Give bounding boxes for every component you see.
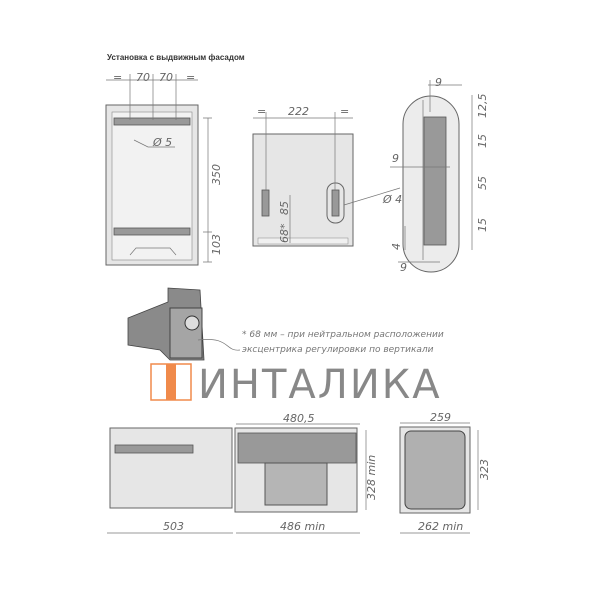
dim-diameter-4: Ø 4 <box>382 193 402 206</box>
dim-70-left: 70 <box>136 71 150 84</box>
dim-70-right: 70 <box>159 71 173 84</box>
note-line-1: * 68 мм – при нейтральном расположении <box>242 330 444 340</box>
note-line-2: эксцентрика регулировки по вертикали <box>242 345 434 355</box>
dim-55: 55 <box>476 176 489 190</box>
dim-4: 4 <box>390 243 403 250</box>
dim-9-top: 9 <box>435 76 442 89</box>
dim-68: 68* <box>278 223 291 243</box>
dim-323: 323 <box>478 459 491 480</box>
rail-bottom <box>113 227 191 236</box>
bracket <box>423 116 447 246</box>
dim-85: 85 <box>278 201 291 215</box>
side-view: = 222 = 85 68* <box>252 105 401 247</box>
dim-350: 350 <box>210 164 223 185</box>
dim-15-bottom: 15 <box>476 218 489 232</box>
dim-9-bottom: 9 <box>400 261 407 274</box>
dim-259: 259 <box>430 411 451 424</box>
dim-262-min: 262 min <box>418 520 463 533</box>
dim-480-5: 480,5 <box>283 412 315 425</box>
dim-15-top: 15 <box>476 134 489 148</box>
drawing-title: Установка с выдвижным фасадом <box>107 53 245 62</box>
detail-view: 9 12,5 15 9 55 Ø 4 15 4 9 <box>382 76 489 274</box>
bottom-views: 480,5 259 328 min 323 503 486 min 262 mi… <box>107 411 491 534</box>
dim-486-min: 486 min <box>280 520 325 533</box>
dim-222: 222 <box>288 105 309 118</box>
dim-equal-right: = <box>186 71 195 84</box>
dim-equal-side-left: = <box>257 105 266 118</box>
logo-text: ИНТАЛИКА <box>198 362 442 408</box>
front-view: = 70 70 = Ø 5 350 103 <box>105 71 223 266</box>
dim-12-5: 12,5 <box>476 94 489 119</box>
dim-diameter-5: Ø 5 <box>152 136 172 149</box>
dim-equal-side-right: = <box>340 105 349 118</box>
adjuster-mechanism: * 68 мм – при нейтральном расположении э… <box>127 287 444 361</box>
dim-328-min: 328 min <box>365 455 378 500</box>
logo: ИНТАЛИКА <box>150 362 442 408</box>
rail-top <box>113 117 191 126</box>
dim-503: 503 <box>163 520 184 533</box>
dim-103: 103 <box>210 234 223 255</box>
dim-equal-left: = <box>113 71 122 84</box>
dim-9-mid: 9 <box>392 152 399 165</box>
